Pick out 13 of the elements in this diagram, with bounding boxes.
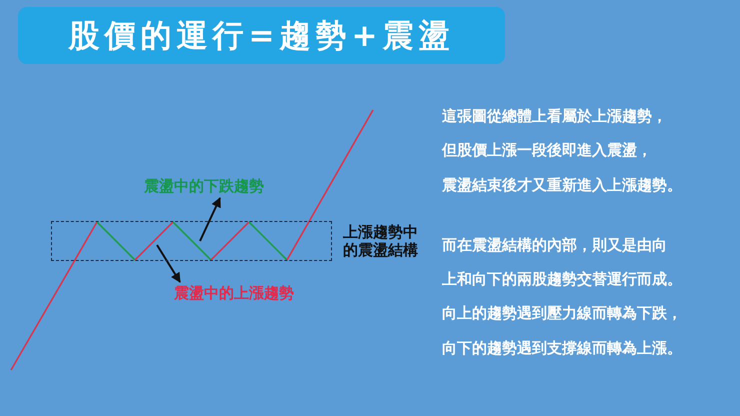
explanation-text: 而在震盪結構的內部，則又是由向 (442, 235, 667, 255)
leader-arrow (156, 244, 181, 283)
range-label: 上漲趨勢中的震盪結構 (343, 223, 419, 259)
explanation-text: 上和向下的兩股趨勢交替運行而成。 (442, 269, 682, 289)
explanation-text: 但股價上漲一段後即進入震盪， (442, 140, 652, 160)
trend-label: 震盪中的下跌趨勢 (144, 176, 280, 196)
leader-arrow (199, 197, 221, 242)
trend-label: 震盪中的上漲趨勢 (174, 283, 312, 303)
explanation-text: 向上的趨勢遇到壓力線而轉為下跌， (442, 303, 682, 323)
explanation-text: 這張圖從總體上看屬於上漲趨勢， (442, 106, 667, 126)
explanation-text: 向下的趨勢遇到支撐線而轉為上漲。 (442, 338, 682, 358)
title-banner: 股價的運行=趨勢+震盪 (18, 7, 505, 64)
explanation-text: 震盪結束後才又重新進入上漲趨勢。 (442, 175, 682, 195)
